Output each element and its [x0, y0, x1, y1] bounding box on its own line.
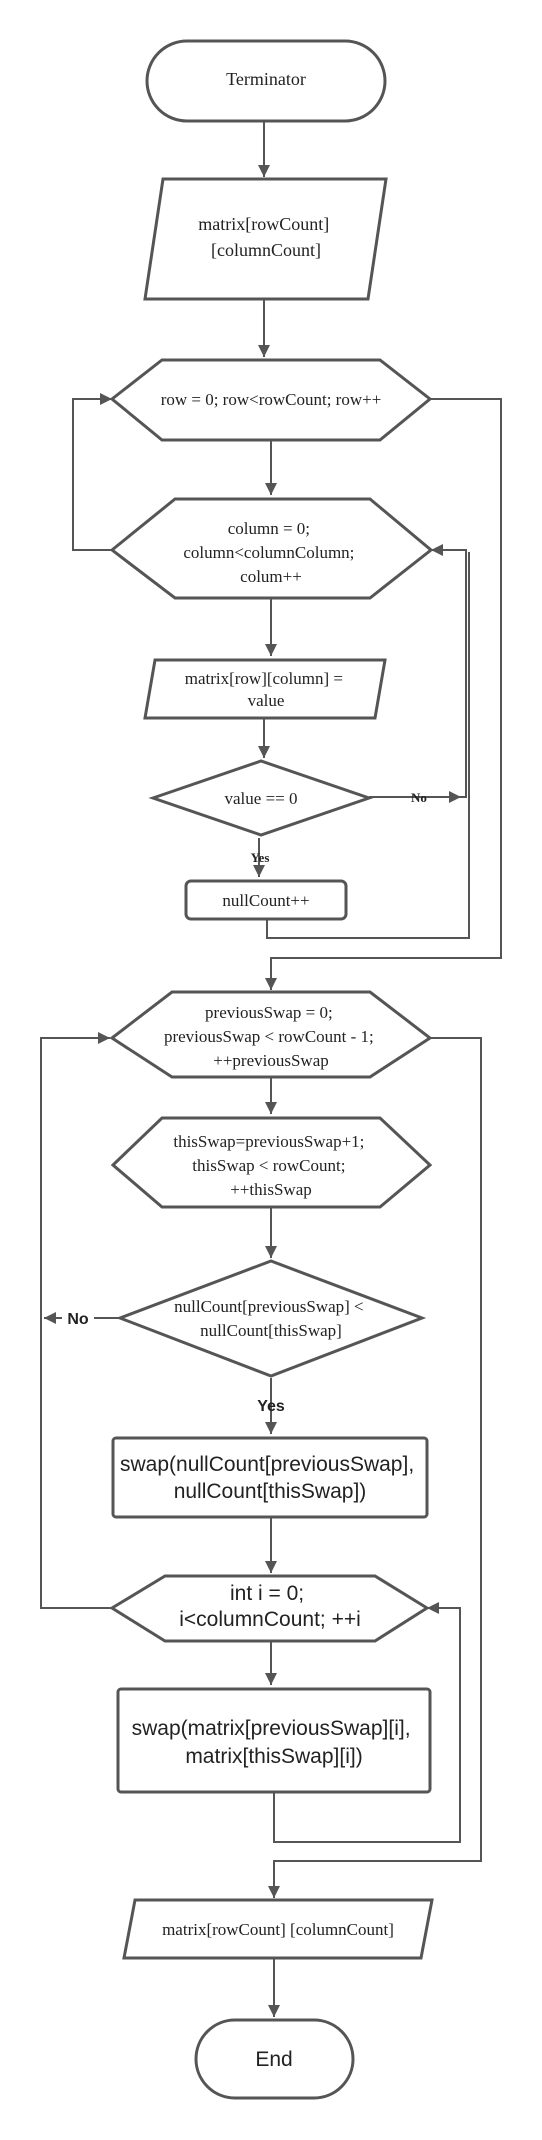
loop-this-line-3: ++thisSwap	[230, 1180, 312, 1199]
node-read-value: matrix[row][column] = value	[143, 658, 387, 720]
node-swap-rows: swap(matrix[previousSwap][i], matrix[thi…	[116, 1687, 432, 1794]
node-loop-column: column = 0; column<columnColumn; colum++	[109, 497, 434, 600]
svg-text:previousSwap = 0; previo: previousSwap = 0; previousSwap < rowCoun…	[164, 1003, 378, 1070]
loop-prev-line-2: previousSwap < rowCount - 1;	[164, 1027, 374, 1046]
compare-line-2: nullCount[thisSwap]	[200, 1321, 342, 1340]
read-value-line-2: value	[248, 691, 285, 710]
node-compare: nullCount[previousSwap] < nullCount[this…	[115, 1259, 427, 1378]
input-matrix-line-2: [columnCount]	[211, 240, 321, 260]
loop-prev-line-3: ++previousSwap	[213, 1051, 329, 1070]
svg-text:column = 0; column<colum: column = 0; column<columnColumn; colum++	[183, 519, 358, 586]
process-shape	[116, 1687, 432, 1794]
loop-row-label: row = 0; row<rowCount; row++	[161, 390, 382, 409]
loop-shape	[109, 1574, 430, 1643]
svg-text:matrix[rowCount] [columnCount]: matrix[rowCount] [columnCount]	[162, 1920, 394, 1939]
node-input-matrix: matrix[rowCount] [columnCount]	[143, 177, 388, 301]
decision-shape	[148, 759, 374, 837]
svg-text:End: End	[255, 2048, 292, 2071]
value-yes-label: Yes	[251, 850, 270, 865]
loop-shape	[109, 358, 433, 442]
edge-swap-rows-back-to-i-loop	[273, 1602, 461, 1843]
svg-text:Terminator: Terminator	[226, 69, 306, 89]
svg-text:row = 0; row<rowCount; row++: row = 0; row<rowCount; row++	[161, 390, 382, 409]
edge-i-loop-back-to-previous-loop	[40, 1032, 112, 1609]
loop-column-line-3: colum++	[240, 567, 302, 586]
loop-shape	[110, 1116, 433, 1209]
swap-counts-line-2: nullCount[thisSwap])	[174, 1480, 367, 1503]
svg-text:matrix[row][column] = va: matrix[row][column] = value	[185, 669, 348, 710]
node-end: End	[194, 2018, 355, 2100]
check-value-label: value == 0	[225, 789, 298, 808]
read-value-line-1: matrix[row][column] =	[185, 669, 343, 688]
node-loop-prev: previousSwap = 0; previousSwap < rowCoun…	[109, 990, 433, 1079]
svg-text:nullCount++: nullCount++	[222, 891, 309, 910]
start-label: Terminator	[226, 69, 306, 89]
loop-this-line-2: thisSwap < rowCount;	[192, 1156, 345, 1175]
loop-prev-line-1: previousSwap = 0;	[205, 1003, 333, 1022]
edge-previous-loop-exit-to-output	[268, 1037, 482, 1898]
compare-line-1: nullCount[previousSwap] <	[174, 1297, 364, 1316]
svg-text:value == 0: value == 0	[225, 789, 298, 808]
terminator-shape	[145, 39, 387, 123]
edge-increment-back-to-column-loop	[266, 552, 470, 939]
compare-no-label: No	[67, 1311, 89, 1328]
loop-shape	[109, 990, 433, 1079]
svg-text:swap(matrix[previousSwap][i],: swap(matrix[previousSwap][i], matrix[thi…	[132, 1717, 417, 1768]
swap-rows-line-1: swap(matrix[previousSwap][i],	[132, 1717, 411, 1740]
loop-i-line-2: i<columnCount; ++i	[179, 1608, 361, 1631]
node-loop-this: thisSwap=previousSwap+1; thisSwap < rowC…	[110, 1116, 433, 1209]
node-loop-i: int i = 0; i<columnCount; ++i	[109, 1574, 430, 1643]
node-swap-counts: swap(nullCount[previousSwap], nullCount[…	[111, 1436, 429, 1519]
loop-shape	[109, 497, 434, 600]
svg-text:matrix[rowCount] [column: matrix[rowCount] [columnCount]	[198, 214, 333, 260]
process-shape	[111, 1436, 429, 1519]
node-inc-null: nullCount++	[184, 879, 348, 921]
compare-no-label-bg	[62, 1308, 94, 1328]
terminator-shape	[194, 2018, 355, 2100]
value-no-label: No	[411, 790, 427, 805]
svg-text:nullCount[previousSwap] <: nullCount[previousSwap] < nullCount[this…	[174, 1297, 368, 1340]
loop-i-line-1: int i = 0;	[230, 1582, 304, 1605]
data-shape	[143, 658, 387, 720]
edge-row-loop-exit-to-previous-loop	[265, 398, 502, 990]
swap-rows-line-2: matrix[thisSwap][i])	[185, 1745, 362, 1768]
edge-column-loop-back-to-row-loop	[72, 393, 112, 551]
data-shape	[122, 1898, 434, 1960]
inc-null-label: nullCount++	[222, 891, 309, 910]
node-start: Terminator	[145, 39, 387, 123]
decision-shape	[115, 1259, 427, 1378]
loop-column-line-1: column = 0;	[228, 519, 310, 538]
compare-yes-label: Yes	[257, 1398, 285, 1415]
process-shape	[184, 879, 348, 921]
svg-text:thisSwap=previousSwap+1;: thisSwap=previousSwap+1; thisSwap < rowC…	[173, 1132, 368, 1199]
svg-text:int i = 0; i<columnCount: int i = 0; i<columnCount; ++i	[179, 1582, 361, 1631]
svg-text:swap(nullCount[previousSwap],: swap(nullCount[previousSwap], nullCount[…	[120, 1453, 420, 1503]
data-shape	[143, 177, 388, 301]
swap-counts-line-1: swap(nullCount[previousSwap],	[120, 1453, 414, 1476]
input-matrix-line-1: matrix[rowCount]	[198, 214, 329, 234]
edge-check-no-back-to-column-loop	[369, 544, 467, 798]
end-label: End	[255, 2048, 292, 2071]
output-matrix-label: matrix[rowCount] [columnCount]	[162, 1920, 394, 1939]
loop-column-line-2: column<columnColumn;	[183, 543, 354, 562]
node-loop-row: row = 0; row<rowCount; row++	[109, 358, 433, 442]
node-output-matrix: matrix[rowCount] [columnCount]	[122, 1898, 434, 1960]
loop-this-line-1: thisSwap=previousSwap+1;	[173, 1132, 364, 1151]
node-check-value: value == 0	[148, 759, 374, 837]
